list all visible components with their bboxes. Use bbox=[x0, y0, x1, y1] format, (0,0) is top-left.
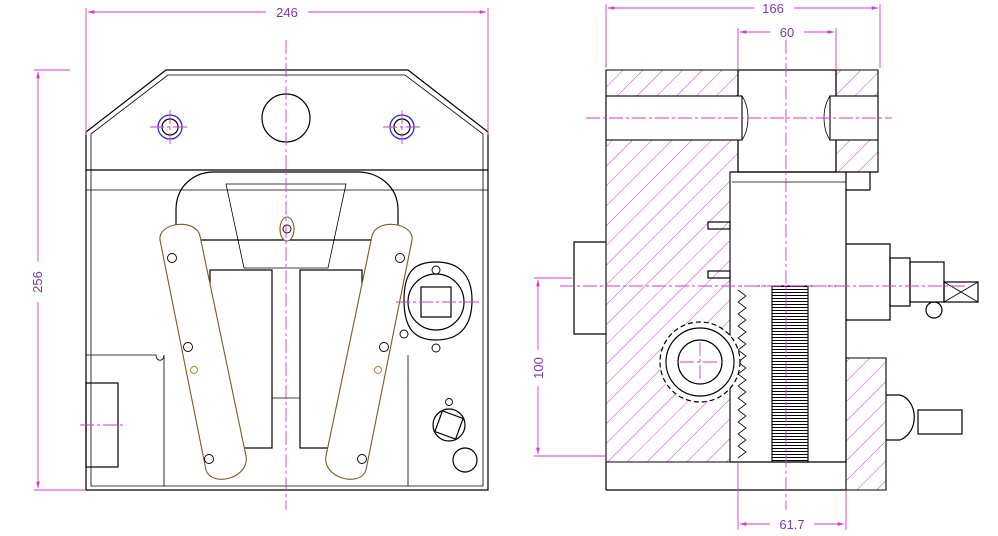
dim-61-7-label: 61.7 bbox=[779, 517, 804, 532]
bore-section bbox=[737, 69, 837, 173]
rack-side-teeth bbox=[737, 289, 747, 459]
lower-handle bbox=[886, 394, 963, 441]
drive-housing bbox=[399, 261, 473, 353]
lower-left-block bbox=[86, 354, 165, 486]
right-lever-arm bbox=[325, 223, 413, 480]
clamp-cavity bbox=[175, 171, 399, 241]
left-boss bbox=[573, 241, 606, 335]
front-body-inner-outline bbox=[90, 74, 484, 487]
dim-246-label: 246 bbox=[276, 5, 298, 20]
dim-166-label: 166 bbox=[762, 1, 784, 16]
right-fitting bbox=[846, 243, 979, 321]
dim-61-7-label-bg bbox=[770, 516, 814, 532]
dim-60-label: 60 bbox=[780, 25, 794, 40]
lower-plug bbox=[432, 408, 478, 473]
pin-lower bbox=[707, 270, 731, 279]
dim-246-label-bg bbox=[266, 3, 308, 21]
plug-pin bbox=[445, 398, 453, 406]
side-lower-right-hatched bbox=[845, 357, 887, 491]
dim-256-label: 256 bbox=[30, 271, 45, 293]
dim-60-label-bg bbox=[770, 24, 804, 40]
pin-upper bbox=[707, 221, 731, 230]
front-body-outline bbox=[85, 69, 489, 491]
dim-100-label-bg bbox=[527, 350, 549, 386]
center-pin bbox=[282, 224, 292, 234]
rack-teeth bbox=[771, 285, 809, 463]
left-lever-arm bbox=[159, 223, 247, 480]
dim-100-label: 100 bbox=[531, 357, 546, 379]
wedge-slot bbox=[225, 183, 347, 269]
side-view: 166 60 100 61.7 bbox=[527, 0, 979, 532]
dim-166-label-bg bbox=[754, 0, 794, 16]
dim-256-label-bg bbox=[26, 262, 48, 302]
front-view: 246 256 bbox=[26, 3, 489, 510]
